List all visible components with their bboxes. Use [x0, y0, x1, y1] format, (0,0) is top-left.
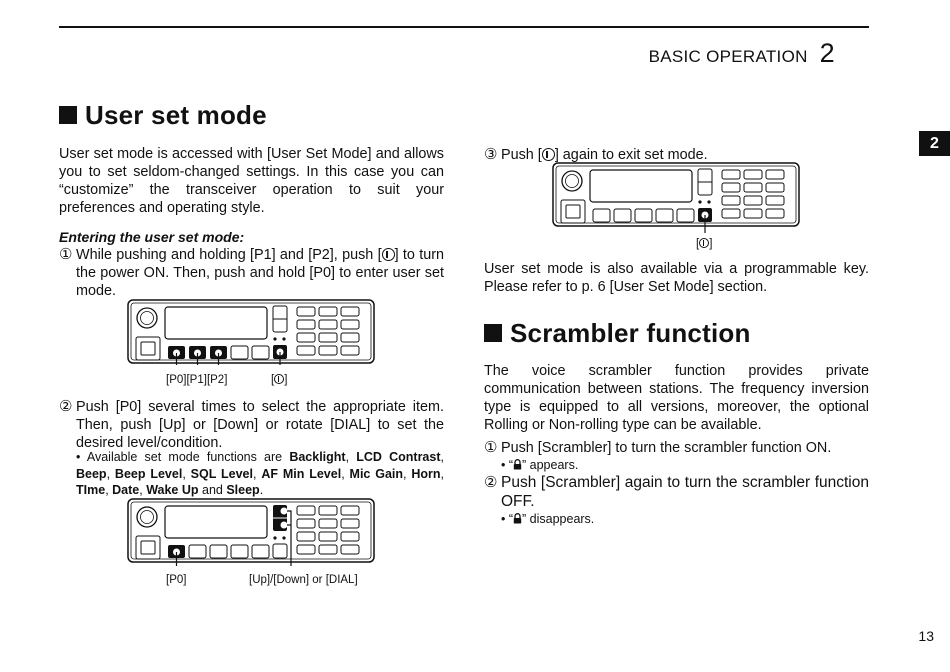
programmable-key-note: User set mode is also available via a pr… [484, 261, 869, 295]
scrambler-step-1: ① Push [Scrambler] to turn the scrambler… [484, 439, 832, 456]
step-3: ③ Push [] again to exit set mode. [484, 146, 708, 163]
header-rule [59, 26, 869, 28]
label-up-down-dial: [Up]/[Down] or [DIAL] [249, 574, 358, 586]
radio-figure-1 [127, 299, 375, 365]
scrambler-intro: The voice scrambler function provides pr… [484, 363, 869, 433]
page-number: 13 [918, 628, 934, 644]
chapter-tab: 2 [919, 131, 950, 156]
power-icon [381, 248, 395, 261]
heading-square-icon [59, 106, 77, 124]
radio-figure-2 [127, 498, 375, 566]
subheading-entering: Entering the user set mode: [59, 229, 245, 245]
section-title: BASIC OPERATION [648, 47, 808, 66]
label-p0: [P0] [166, 574, 187, 586]
label-p0-p1-p2: [P0][P1][P2] [166, 374, 228, 386]
running-header: BASIC OPERATION 2 [649, 38, 835, 69]
power-icon [274, 374, 285, 384]
scrambler-lock-icon [513, 513, 522, 524]
heading-square-icon [484, 324, 502, 342]
label-power: [] [271, 374, 288, 386]
section-number: 2 [819, 38, 835, 68]
scrambler-step-2: ② Push [Scrambler] again to turn the scr… [484, 474, 869, 510]
step-1: ① While pushing and holding [P1] and [P2… [59, 246, 444, 299]
power-icon [699, 238, 710, 248]
radio-front-panel [552, 162, 800, 233]
scrambler-lock-icon [513, 459, 522, 470]
heading-user-set-mode: User set mode [59, 100, 267, 131]
scrambler-step-1-note: • “” appears. [501, 458, 579, 472]
radio-figure-3 [552, 162, 800, 233]
power-icon [541, 148, 555, 161]
step-2: ② Push [P0] several times to select the … [59, 398, 444, 451]
label-power: [] [696, 238, 713, 250]
radio-front-panel [127, 299, 375, 365]
functions-bullet: • Available set mode functions are Backl… [76, 450, 445, 497]
radio-front-panel [127, 498, 375, 566]
intro-paragraph: User set mode is accessed with [User Set… [59, 146, 444, 216]
scrambler-step-2-note: • “” disappears. [501, 512, 595, 526]
heading-scrambler-function: Scrambler function [484, 318, 751, 349]
